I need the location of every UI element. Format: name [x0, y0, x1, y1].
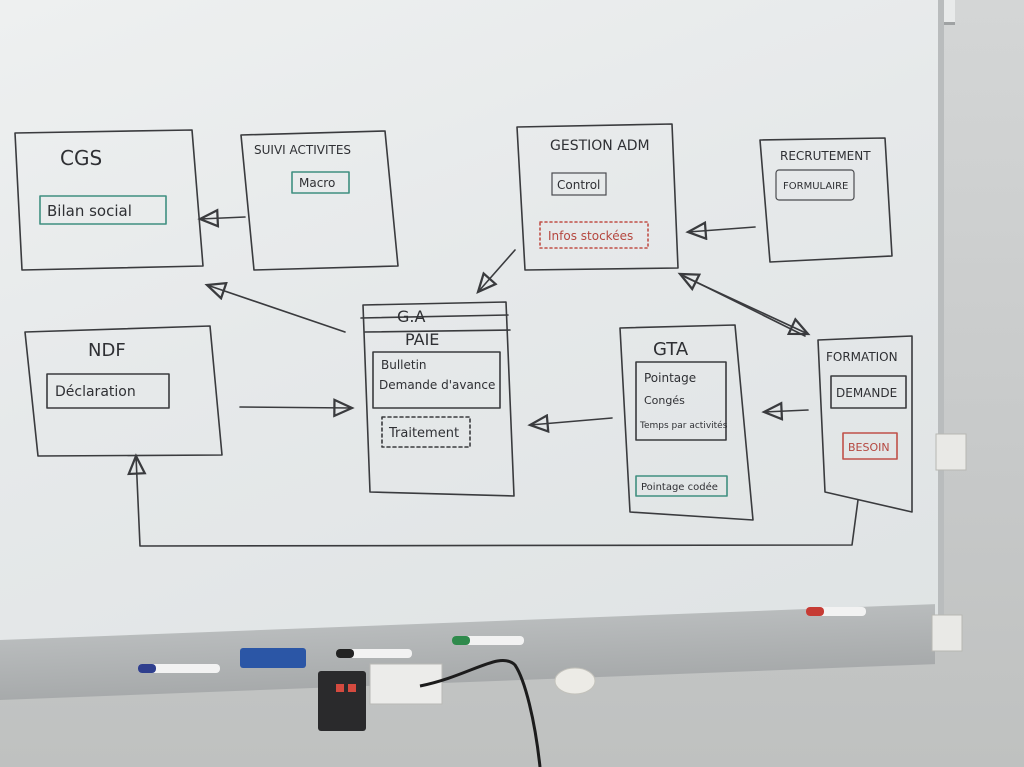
box-gta-items-frame: [635, 361, 727, 441]
box-ga-note-frame: [381, 416, 471, 448]
box-ga-item-2: Demande d'avance: [379, 378, 495, 392]
box-gestion-item-frame: [551, 172, 607, 196]
device-led-2: [348, 684, 356, 692]
box-suivi-item: Macro: [299, 176, 335, 190]
box-gestion-adm: GESTION ADM Control Infos stockées: [516, 123, 679, 271]
board-eraser[interactable]: [240, 648, 306, 668]
arrow-gestion-to-ga: [478, 249, 516, 292]
box-cgs-item-frame: [39, 195, 167, 225]
box-ga-paie: G.A PAIE Bulletin Demande d'avance Trait…: [360, 301, 515, 497]
box-ndf-item: Déclaration: [55, 384, 136, 400]
box-ga-title: G.A: [397, 307, 425, 326]
arrow-formation-to-ndf: [136, 456, 859, 547]
box-cgs: CGS Bilan social: [14, 129, 204, 271]
box-recrutement-item: FORMULAIRE: [783, 181, 848, 192]
box-gestion-note-frame: [539, 221, 649, 249]
box-gta-title: GTA: [653, 339, 689, 360]
box-gta-note: Pointage codée: [641, 481, 718, 493]
box-ga-note: Traitement: [388, 426, 459, 441]
light-switch-upper: [935, 433, 967, 471]
box-formation-item: DEMANDE: [836, 386, 897, 400]
box-gestion-note: Infos stockées: [548, 229, 633, 243]
box-gta-note-frame: [635, 475, 728, 497]
arrow-ga-to-cgs: [207, 285, 346, 333]
box-gta-item-2: Congés: [644, 394, 685, 407]
black-marker[interactable]: [336, 649, 412, 658]
box-formation: FORMATION DEMANDE BESOIN: [817, 335, 913, 513]
box-formation-note: BESOIN: [848, 441, 890, 454]
box-gestion-item: Control: [557, 178, 600, 192]
wall-stop: [554, 667, 596, 695]
box-recrutement-title: RECRUTEMENT: [780, 149, 871, 163]
box-gta: GTA Pointage Congés Temps par activités …: [619, 324, 754, 521]
arrow-ndf-to-ga: [239, 407, 352, 408]
box-suivi-title: SUIVI ACTIVITES: [254, 143, 351, 157]
arrow-gta-to-ga: [530, 418, 613, 425]
box-cgs-item: Bilan social: [47, 202, 132, 220]
arrow-recrutement-to-gestion: [688, 227, 756, 232]
box-gestion-title: GESTION ADM: [550, 138, 650, 154]
device-led-1: [336, 684, 344, 692]
power-cable: [419, 659, 542, 767]
box-ndf-item-frame: [46, 373, 170, 409]
box-formation-note-frame: [842, 432, 898, 460]
box-suivi-item-frame: [291, 171, 350, 194]
arrow-formation-to-gta: [764, 410, 809, 412]
box-ga-subtitle: PAIE: [405, 330, 439, 349]
arrows: [136, 217, 859, 547]
box-gta-item-3: Temps par activités: [639, 420, 728, 431]
box-gta-item-1: Pointage: [644, 371, 696, 385]
remote-device: [318, 671, 366, 731]
box-suivi-activites: SUIVI ACTIVITES Macro: [240, 130, 399, 271]
box-cgs-title: CGS: [60, 146, 102, 170]
box-recrutement-item-frame: [775, 169, 855, 201]
arrow-gestion-to-formation: [684, 276, 808, 334]
box-formation-title: FORMATION: [826, 350, 898, 364]
box-formation-item-frame: [830, 375, 907, 409]
red-marker[interactable]: [806, 607, 866, 616]
box-recrutement: RECRUTEMENT FORMULAIRE: [759, 137, 893, 263]
box-ndf-title: NDF: [88, 340, 126, 361]
green-marker[interactable]: [452, 636, 524, 645]
blue-marker[interactable]: [138, 664, 220, 673]
arrow-suivi-to-cgs: [200, 217, 246, 219]
box-ga-items-frame: [372, 351, 501, 409]
box-ndf: NDF Déclaration: [24, 325, 223, 457]
light-switch-lower: [931, 614, 963, 652]
box-ga-item-1: Bulletin: [381, 358, 427, 372]
